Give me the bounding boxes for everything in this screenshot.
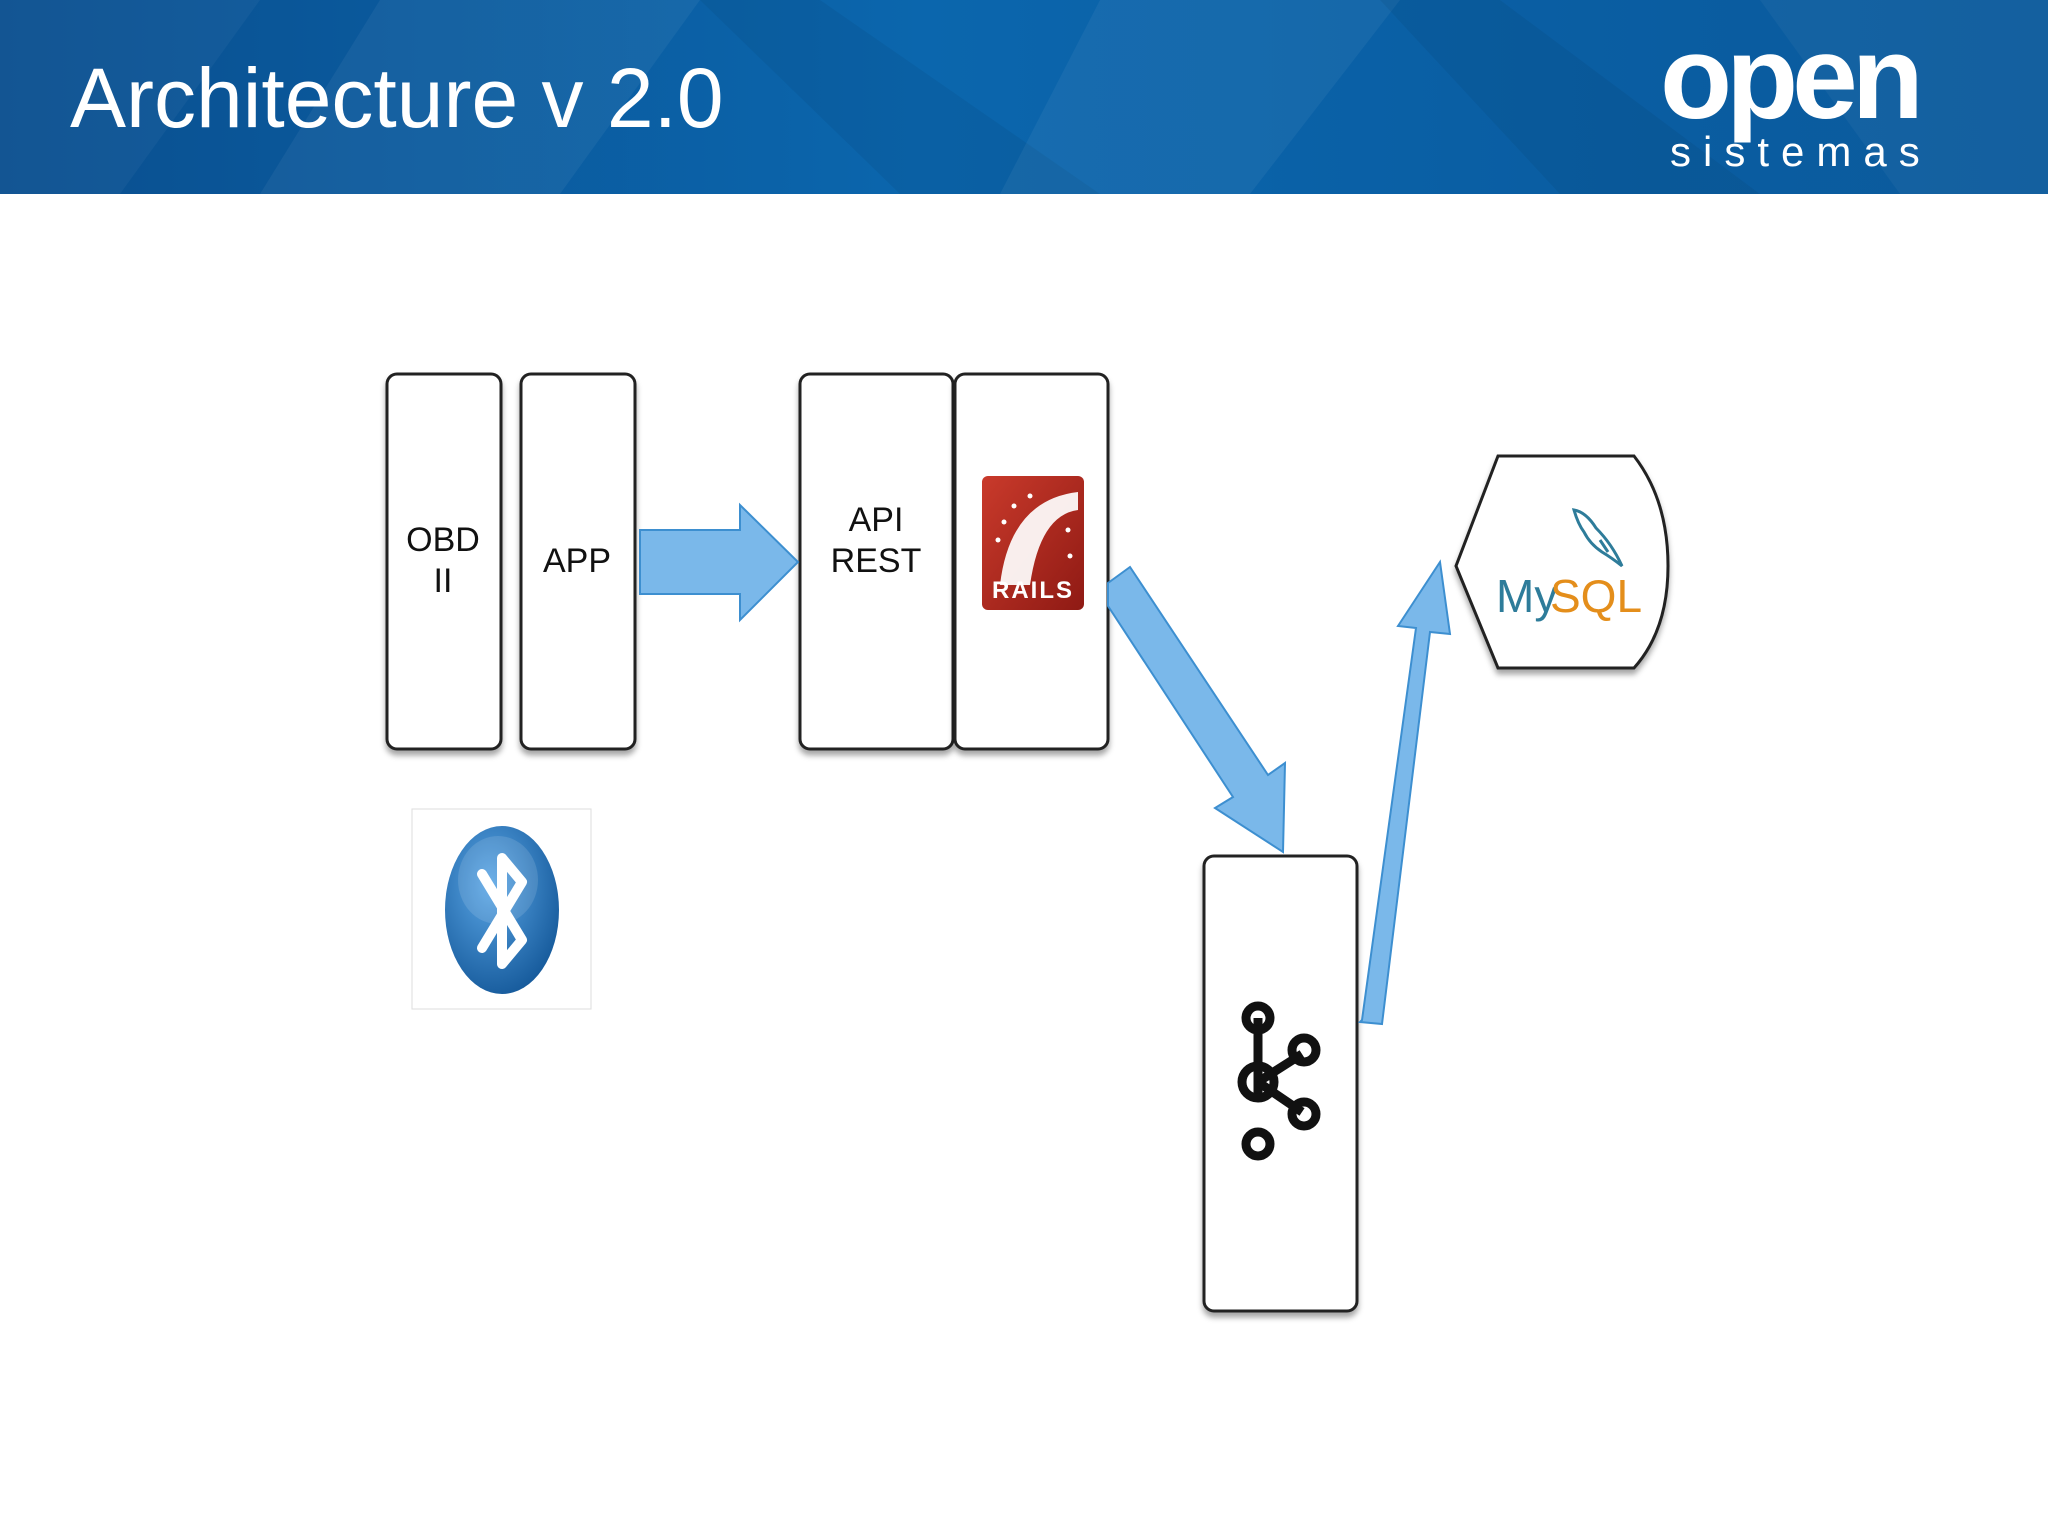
- obd-label-line1: OBD: [406, 521, 480, 559]
- mysql-text-sql: SQL: [1550, 570, 1642, 622]
- rails-logo-text: RAILS: [992, 577, 1074, 604]
- api-label-line1: API: [849, 501, 904, 539]
- header-pattern: [0, 0, 2048, 194]
- kafka-icon: [1237, 1001, 1321, 1161]
- app-node: [519, 372, 637, 751]
- rails-logo: RAILS: [982, 476, 1084, 610]
- obd-node: [385, 372, 503, 751]
- arrow-kafka-to-mysql: [1357, 559, 1452, 1026]
- open-sistemas-logo: open sistemas: [1660, 12, 1980, 174]
- logo-word: open: [1660, 12, 1924, 144]
- slide-header: Architecture v 2.0 open sistemas: [0, 0, 2048, 194]
- kafka-node: [1202, 854, 1359, 1313]
- api-rest-node: [798, 372, 955, 751]
- mysql-logo: My SQL: [1496, 508, 1642, 622]
- slide-title: Architecture v 2.0: [70, 51, 724, 145]
- mysql-node: [1454, 454, 1670, 670]
- logo-subtitle: sistemas: [1670, 128, 1932, 175]
- arrow-app-to-api: [639, 502, 800, 623]
- mysql-text-my: My: [1496, 570, 1557, 622]
- arrow-rails-to-kafka: [1107, 565, 1287, 854]
- app-label: APP: [543, 542, 611, 580]
- obd-label-line2: II: [434, 562, 453, 600]
- api-label-line2: REST: [831, 542, 922, 580]
- bluetooth-icon: [411, 808, 592, 1010]
